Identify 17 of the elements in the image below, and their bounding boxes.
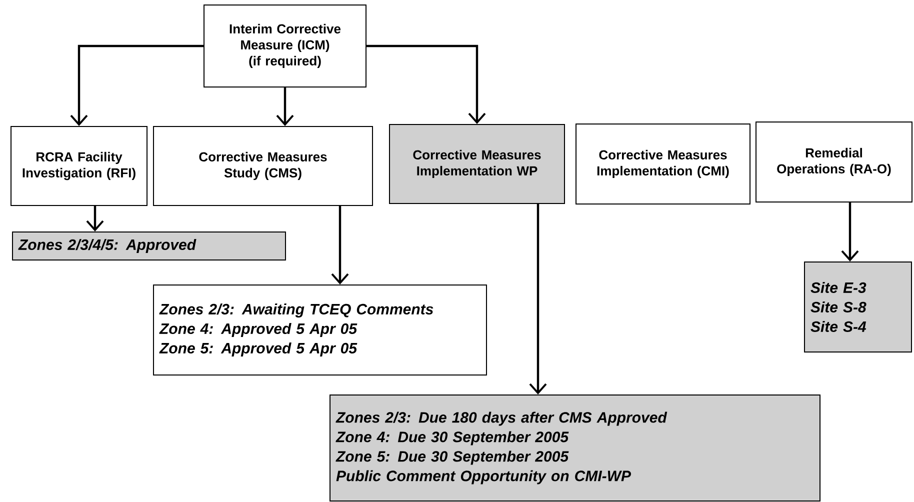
status-box: Site E-3 Site S-8 Site S-4 bbox=[804, 261, 912, 352]
arrow bbox=[331, 206, 349, 284]
arrow bbox=[86, 206, 104, 232]
arrow bbox=[70, 44, 204, 126]
status-box: Zones 2/3: Due 180 days after CMS Approved Zone 4: Due 30 September 2005 Zone 5: Due 30 September 2005 Public Comment Opportunity on CMI-WP bbox=[330, 394, 820, 502]
process-box: RCRA Facility Investigation (RFI) bbox=[10, 126, 148, 206]
arrow bbox=[529, 204, 547, 394]
process-box: Corrective Measures Implementation WP bbox=[389, 124, 565, 204]
process-box: Corrective Measures Study (CMS) bbox=[153, 126, 373, 206]
status-box: Zones 2/3/4/5: Approved bbox=[12, 231, 286, 260]
process-box: Corrective Measures Implementation (CMI) bbox=[576, 124, 750, 204]
arrow bbox=[276, 88, 294, 126]
arrow bbox=[841, 202, 859, 262]
status-box: Zones 2/3: Awaiting TCEQ Comments Zone 4: Approved 5 Apr 05 Zone 5: Approved 5 Apr 05 bbox=[153, 284, 487, 376]
process-box: Interim Corrective Measure (ICM) (if required) bbox=[204, 4, 366, 88]
process-box: Remedial Operations (RA-O) bbox=[756, 122, 912, 202]
arrow bbox=[366, 44, 486, 124]
